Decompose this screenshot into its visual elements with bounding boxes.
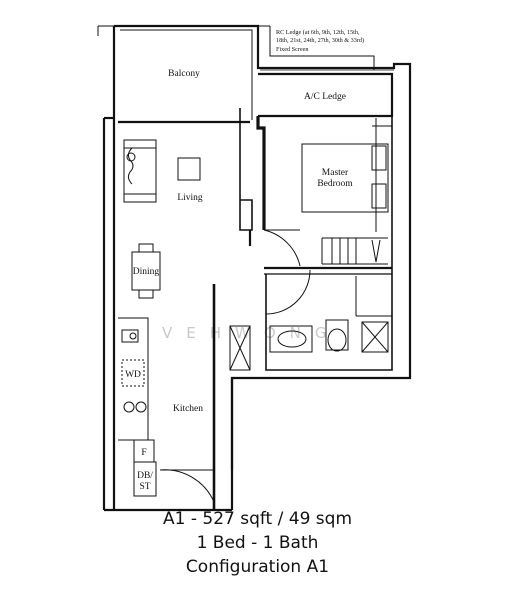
dbst-line1: DB/ <box>137 471 153 481</box>
caption-unit-size: A1 - 527 sqft / 49 sqm <box>162 509 353 529</box>
caption-configuration: Configuration A1 <box>185 557 330 577</box>
caption-bed-bath: 1 Bed - 1 Bath <box>196 533 319 553</box>
fixed-screen-note: Fixed Screen <box>276 46 308 53</box>
room-kitchen: Kitchen <box>173 404 203 414</box>
watermark: VEHWONG <box>162 324 341 342</box>
rc-ledge-note-2: 18th, 21st, 24th, 27th, 30th & 33rd) <box>276 37 364 44</box>
room-ac-ledge: A/C Ledge <box>304 92 346 102</box>
room-living: Living <box>177 193 203 203</box>
room-master-bedroom-line1: Master <box>322 168 349 178</box>
room-master-bedroom-line2: Bedroom <box>317 179 353 189</box>
appliance-fridge: F <box>141 448 146 458</box>
dbst-line2: ST <box>139 482 150 492</box>
appliance-wd: WD <box>125 370 141 380</box>
rc-ledge-note-1: RC Ledge (at 6th, 9th, 12th, 15th, <box>276 29 360 36</box>
room-balcony: Balcony <box>168 69 200 79</box>
room-dining: Dining <box>133 267 160 277</box>
